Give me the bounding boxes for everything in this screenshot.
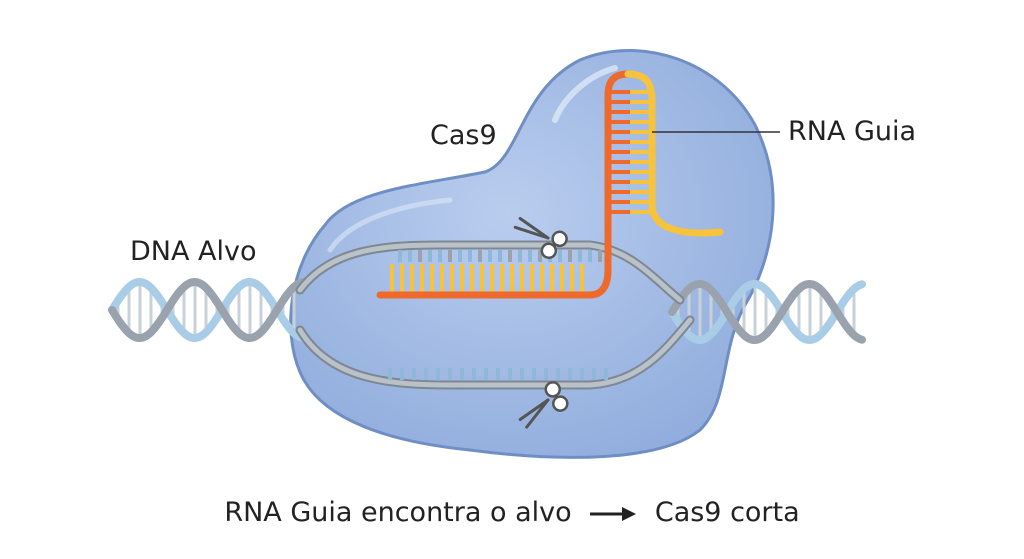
dna-bubble	[295, 240, 695, 390]
caption-left: RNA Guia encontra o alvo	[224, 497, 572, 528]
dna-strand-blue	[108, 277, 309, 343]
dna-top-strand-inner	[297, 242, 683, 303]
dna-helix-left	[108, 277, 309, 343]
dna-base-pairs	[676, 284, 856, 340]
cas9-highlight-lower	[327, 197, 453, 253]
guide-rna	[376, 70, 724, 299]
dna-helix-right	[668, 279, 866, 345]
cas9-highlight	[552, 65, 618, 123]
scissors-icon	[513, 216, 568, 260]
guide-rna-label: RNA Guia	[788, 116, 917, 147]
target-dna-label: DNA Alvo	[130, 236, 257, 267]
scissors-icon	[518, 381, 569, 429]
dna-bubble-bases	[388, 250, 608, 380]
dna-strand-gray	[108, 277, 309, 343]
arrow-right-icon	[590, 506, 637, 521]
guide-rna-orange-strand	[376, 70, 632, 299]
dna-bottom-strand-inner	[297, 317, 693, 388]
guide-rna-base-pairs	[390, 90, 650, 292]
caption: RNA Guia encontra o alvo Cas9 corta	[0, 497, 1024, 528]
dna-strand-gray	[668, 279, 866, 345]
cas9-label: Cas9	[430, 120, 497, 151]
dna-strand-blue	[668, 279, 866, 345]
guide-rna-yellow-strand	[624, 70, 724, 237]
caption-right: Cas9 corta	[654, 497, 800, 528]
